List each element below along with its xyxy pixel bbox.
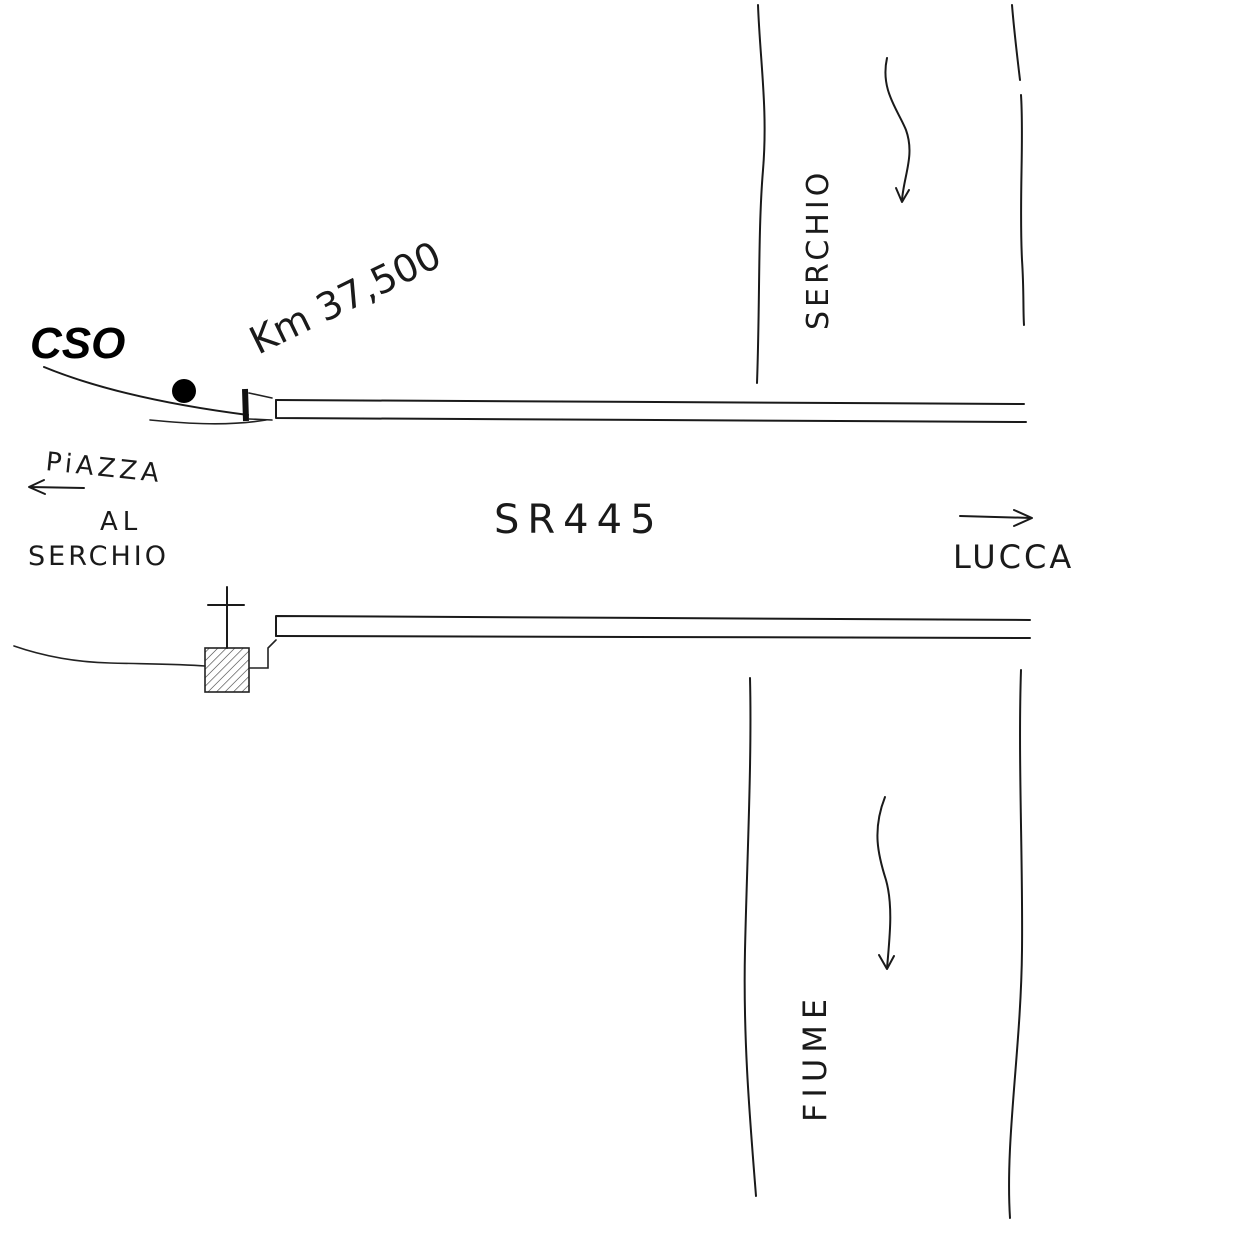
side-road-upper-2 bbox=[149, 419, 267, 425]
road-edge-lower-outer bbox=[275, 615, 1031, 637]
arrow-left-icon bbox=[28, 479, 85, 495]
km-marker-link bbox=[248, 392, 273, 421]
river-label-lower: FIUME bbox=[796, 993, 834, 1122]
side-road-lower bbox=[13, 645, 206, 667]
flow-arrow-upper bbox=[884, 57, 911, 201]
river-label-upper: SERCHIO bbox=[801, 169, 836, 330]
river-bank-upper-left bbox=[756, 4, 766, 384]
arrow-right-icon bbox=[959, 509, 1033, 527]
cso-dot bbox=[172, 379, 196, 403]
church-cross-icon bbox=[207, 586, 245, 649]
river-bank-lower-left bbox=[743, 677, 757, 1197]
lucca-label: LUCCA bbox=[953, 538, 1074, 576]
road-edge-upper-outer bbox=[275, 399, 1025, 405]
river-bank-upper-right bbox=[1011, 4, 1025, 326]
flow-arrow-lower bbox=[876, 796, 892, 969]
km-label: Km 37,500 bbox=[243, 233, 448, 363]
cso-label: CSO bbox=[30, 319, 125, 368]
church-building bbox=[204, 647, 250, 693]
church-connector bbox=[249, 639, 277, 669]
flow-arrow-lower-head bbox=[878, 954, 895, 970]
piazza-label-line3: SERCHIO bbox=[28, 541, 169, 572]
piazza-label-line2: AL bbox=[100, 507, 142, 537]
piazza-label-line1: PiAZZA bbox=[44, 447, 164, 489]
road-label: SR445 bbox=[494, 497, 664, 543]
road-edge-lower-inner bbox=[275, 635, 1031, 639]
road-edge-upper-inner bbox=[275, 399, 1027, 423]
river-bank-lower-right bbox=[1008, 669, 1024, 1219]
flow-arrow-upper-head bbox=[895, 187, 910, 203]
km-marker-bar bbox=[242, 388, 249, 422]
side-road-upper bbox=[43, 366, 249, 416]
